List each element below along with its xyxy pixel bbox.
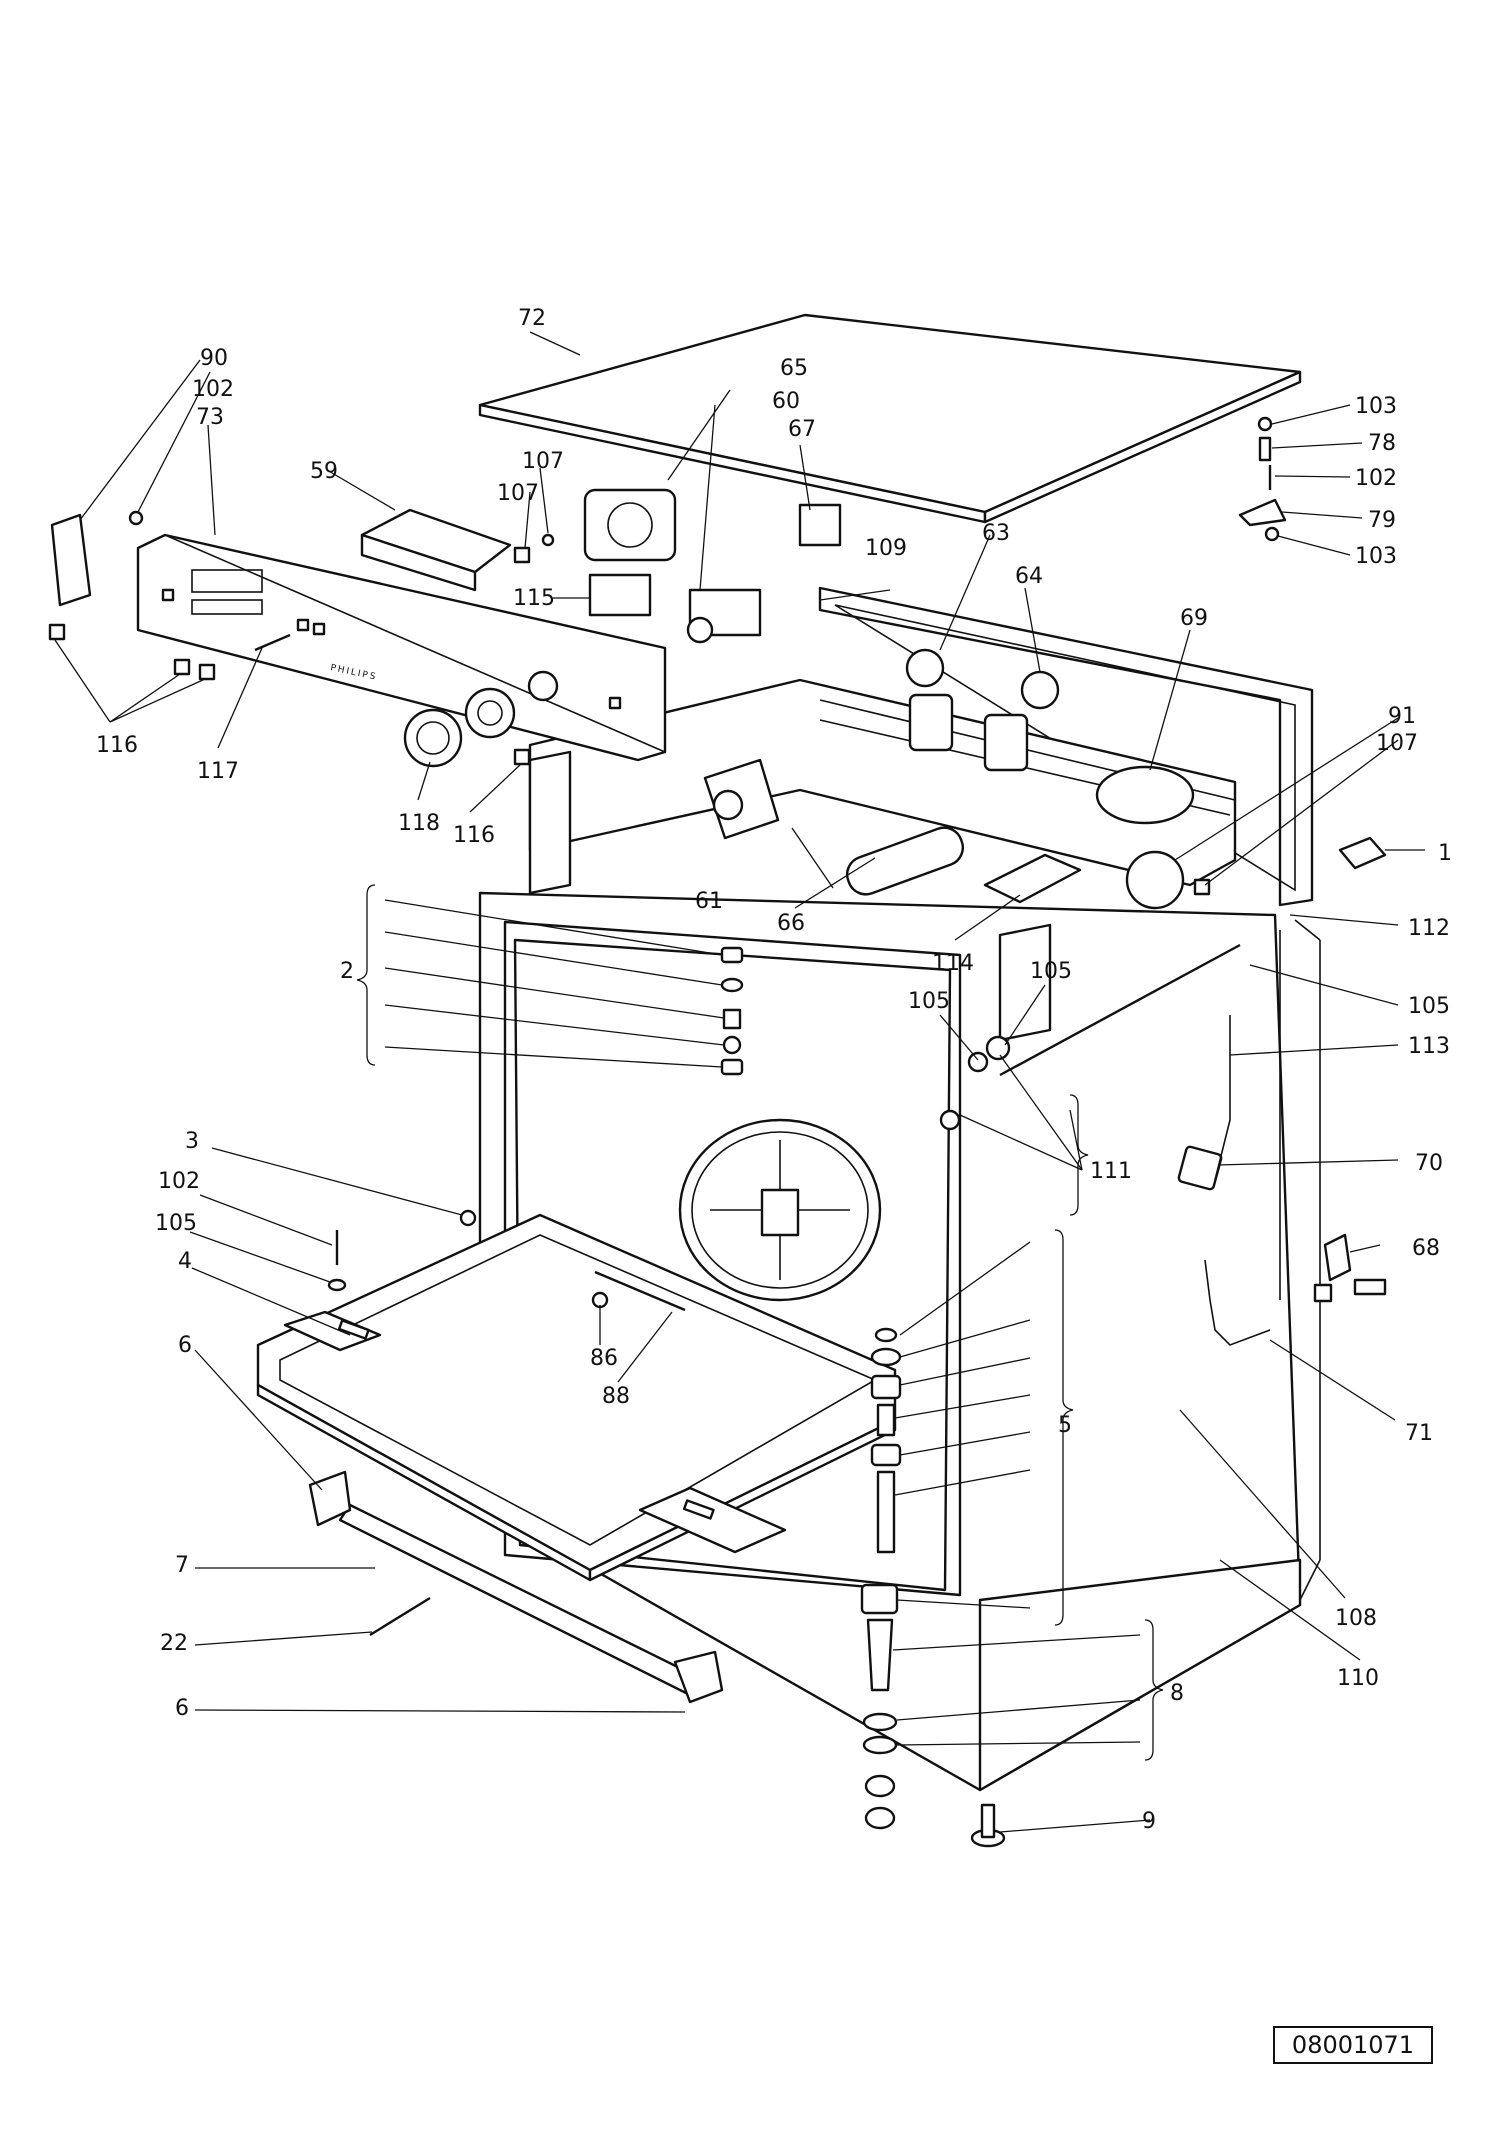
- callout-112: 112: [1408, 916, 1450, 941]
- callout-90: 90: [200, 346, 228, 371]
- callout-59: 59: [310, 459, 338, 484]
- callout-108: 108: [1335, 1606, 1377, 1631]
- nut-small: [1313, 1283, 1333, 1303]
- light-guide-117: [254, 633, 291, 652]
- bracket-79: [1238, 498, 1287, 527]
- callout-6a: 6: [178, 1333, 192, 1358]
- callout-107b: 107: [497, 481, 539, 506]
- bolt-small: [1353, 1278, 1387, 1296]
- worktop: [478, 313, 1302, 524]
- callout-67: 67: [788, 417, 816, 442]
- clip-107: [513, 546, 531, 564]
- callout-68: 68: [1412, 1236, 1440, 1261]
- nut-103b: [1264, 526, 1280, 542]
- callout-105-mid: 105: [1030, 959, 1072, 984]
- rotating-wheel: [678, 1118, 882, 1302]
- callout-105-door: 105: [155, 1211, 197, 1236]
- callout-3: 3: [185, 1129, 199, 1154]
- callout-61: 61: [695, 889, 723, 914]
- screw-107: [541, 533, 555, 547]
- washer-105b: [967, 1051, 989, 1073]
- callout-111: 111: [1090, 1159, 1132, 1184]
- callout-65: 65: [780, 356, 808, 381]
- callout-79: 79: [1368, 508, 1396, 533]
- callout-71: 71: [1405, 1421, 1433, 1446]
- callout-102c: 102: [1355, 466, 1397, 491]
- callout-117: 117: [197, 759, 239, 784]
- callout-113: 113: [1408, 1034, 1450, 1059]
- callout-91: 91: [1388, 704, 1416, 729]
- callout-1: 1: [1438, 841, 1452, 866]
- stud-3: [459, 1209, 477, 1227]
- clip-116a: [48, 623, 66, 641]
- plate-115: [588, 573, 652, 617]
- callout-72: 72: [518, 306, 546, 331]
- callout-66: 66: [777, 911, 805, 936]
- callout-102b: 102: [158, 1169, 200, 1194]
- callout-109: 109: [865, 536, 907, 561]
- leader-lines: [54, 331, 1425, 1833]
- callout-70: 70: [1415, 1151, 1443, 1176]
- callout-107c: 107: [1376, 731, 1418, 756]
- callout-8: 8: [1170, 1681, 1184, 1706]
- callout-5: 5: [1058, 1413, 1072, 1438]
- door-handle: [308, 1470, 724, 1704]
- pin-78: [1258, 436, 1272, 462]
- callout-labels: 72 65 60 67 59 107 107 115 90 102 73 116…: [96, 306, 1452, 1834]
- callout-88: 88: [602, 1384, 630, 1409]
- document-number: 08001071: [1273, 2026, 1433, 2064]
- knob-118: [403, 708, 463, 768]
- screw-102: [128, 510, 144, 526]
- washer-118: [464, 687, 516, 739]
- callout-110: 110: [1337, 1666, 1379, 1691]
- selector-switch-59: [360, 508, 512, 592]
- callout-9: 9: [1142, 1809, 1156, 1834]
- hinge-hardware-2: [720, 946, 744, 1076]
- relay-67: [798, 503, 842, 547]
- callout-78: 78: [1368, 431, 1396, 456]
- interior-components: [703, 648, 1387, 1346]
- nut-105c: [985, 1035, 1011, 1061]
- callout-102a: 102: [192, 377, 234, 402]
- washer-105a: [327, 1278, 347, 1292]
- programmer-65: [583, 488, 677, 562]
- callout-105-right: 105: [1408, 994, 1450, 1019]
- callout-60: 60: [772, 389, 800, 414]
- callout-22: 22: [160, 1631, 188, 1656]
- callout-105-left: 105: [908, 989, 950, 1014]
- callout-118: 118: [398, 811, 440, 836]
- top-frame: [528, 586, 1314, 1042]
- nut-103a: [1257, 416, 1273, 432]
- callout-7: 7: [175, 1553, 189, 1578]
- callout-116b: 116: [453, 823, 495, 848]
- callout-64: 64: [1015, 564, 1043, 589]
- callout-116a: 116: [96, 733, 138, 758]
- callout-103b: 103: [1355, 544, 1397, 569]
- bearing-stack: [860, 1327, 1006, 1848]
- callout-69: 69: [1180, 606, 1208, 631]
- callout-107a: 107: [522, 449, 564, 474]
- callout-6b: 6: [175, 1696, 189, 1721]
- clip-116c: [198, 663, 216, 681]
- leader-lines-right-top: [1271, 404, 1363, 556]
- control-panel: PHILIPS: [136, 533, 667, 762]
- callout-115: 115: [513, 586, 555, 611]
- clip-116b: [173, 658, 191, 676]
- callout-73: 73: [196, 405, 224, 430]
- callout-4: 4: [178, 1249, 192, 1274]
- spring-22: [369, 1596, 431, 1637]
- callout-103a: 103: [1355, 394, 1397, 419]
- clip-116d: [513, 748, 531, 766]
- door-assembly: [256, 1213, 897, 1582]
- callout-114: 114: [932, 951, 974, 976]
- stud-111: [939, 1109, 961, 1131]
- callout-63: 63: [982, 521, 1010, 546]
- callout-86: 86: [590, 1346, 618, 1371]
- callout-2: 2: [340, 959, 354, 984]
- hinge-cap-90: [50, 513, 92, 607]
- plinth-panel: [978, 1558, 1302, 1792]
